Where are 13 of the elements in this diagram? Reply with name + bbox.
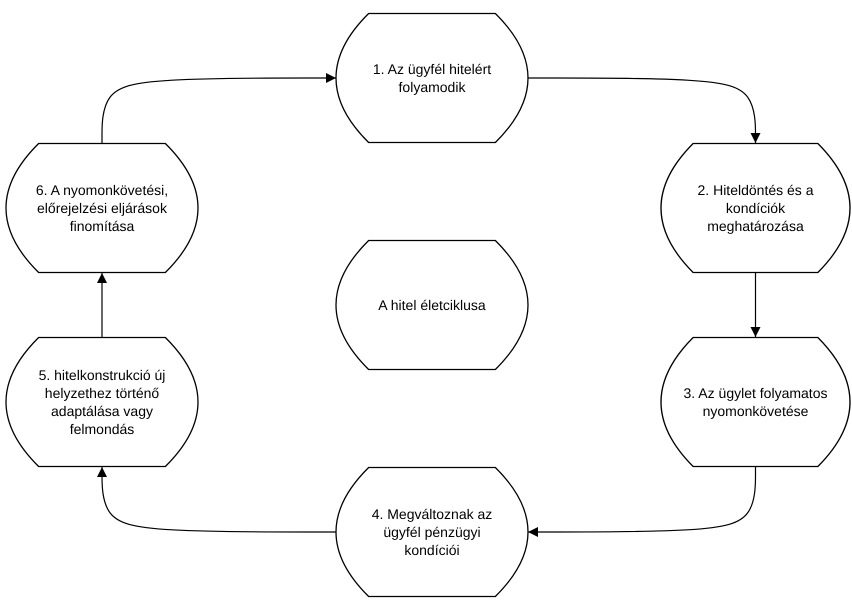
node-label: 2. Hiteldöntés és a kondíciók meghatározása (696, 181, 814, 235)
node-label: 5. hitelkonstrukció új helyzethez történő adaptálása vagy felmondás (38, 366, 166, 438)
node-label: 3. Az ügylet folyamatos nyomonkövetése (682, 384, 828, 420)
node-label: 1. Az ügyfél hitelért folyamodik (372, 60, 492, 96)
node-label: A hitel életciklusa (378, 296, 486, 314)
arrow (750, 273, 760, 337)
arrow (101, 73, 336, 143)
node-label: 6. A nyomonkövetési, előrejelzési eljárások finomítása (34, 181, 170, 235)
arrow (97, 467, 336, 533)
arrow (97, 273, 107, 337)
arrow (528, 467, 756, 537)
node-label: 4. Megváltoznak az ügyfél pénzügyi kondíciói (370, 505, 494, 559)
arrow (528, 77, 760, 143)
